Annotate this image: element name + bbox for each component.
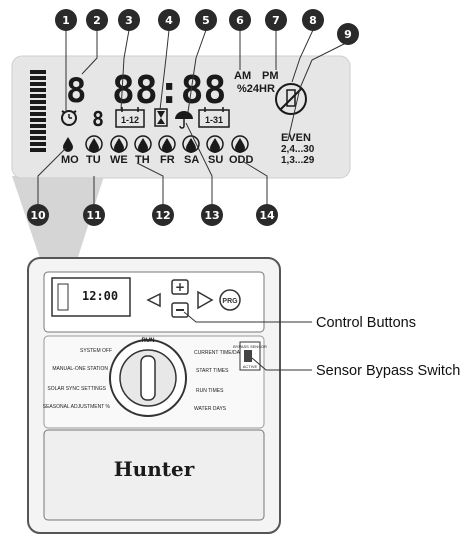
drop-circle-icon (182, 135, 200, 153)
dial-label-start-times: START TIMES (196, 368, 229, 374)
program-digit: 8 (92, 107, 104, 131)
svg-text:8: 8 (309, 14, 317, 27)
forward-arrow-button[interactable] (197, 290, 214, 310)
svg-text:4: 4 (165, 14, 173, 27)
mini-lcd: 12:00 (51, 277, 131, 317)
drop-circle-icon (134, 135, 152, 153)
dial-run-label: RUN (142, 338, 155, 344)
marker-10: 10 (27, 204, 49, 226)
svg-text:1: 1 (62, 14, 70, 27)
svg-text:3: 3 (125, 14, 133, 27)
even-days: 2,4...30 (281, 144, 315, 155)
date-calendar-icon: 1-31 (198, 107, 230, 128)
time-digits: 88:88 (112, 68, 226, 112)
odd-label: ODD (229, 154, 254, 166)
plus-button[interactable]: + (171, 279, 189, 295)
prg-button[interactable]: PRG (219, 289, 241, 311)
svg-text:13: 13 (204, 209, 219, 222)
month-box-label: 1-12 (121, 115, 139, 125)
brand-logo: Hunter (114, 457, 195, 481)
marker-5: 5 (195, 9, 217, 31)
station-digit: 8 (66, 71, 86, 111)
control-buttons-leader (183, 311, 312, 323)
marker-11: 11 (83, 204, 105, 226)
day-label-fr: FR (160, 154, 175, 166)
svg-text:10: 10 (30, 209, 46, 222)
no-water-sprinkler-icon (275, 83, 307, 115)
drop-circle-icon (231, 135, 249, 153)
dial-label-water-days: WATER DAYS (194, 406, 227, 412)
dial-label-system-off: SYSTEM OFF (80, 348, 112, 354)
even-label: EVEN (281, 132, 311, 144)
odd-days: 1,3...29 (281, 155, 315, 166)
alarm-clock-icon (61, 110, 77, 126)
marker-14: 14 (256, 204, 278, 226)
am-indicator: AM (234, 70, 251, 82)
marker-1: 1 (55, 9, 77, 31)
lcd-panel: 8 88:88 8 AM PM %24HR 1-12 (11, 55, 351, 179)
marker-3: 3 (118, 9, 140, 31)
minus-button[interactable] (171, 302, 189, 318)
dial-label-run-times: RUN TIMES (196, 388, 224, 394)
marker-6: 6 (229, 9, 251, 31)
svg-text:12: 12 (155, 209, 170, 222)
hr24-indicator: %24HR (237, 83, 275, 95)
umbrella-icon (175, 111, 193, 129)
sensor-active-label: ACTIVE (243, 364, 258, 369)
svg-text:6: 6 (236, 14, 244, 27)
back-arrow-button[interactable] (146, 292, 161, 308)
dial-label-seasonal: SEASONAL ADJUSTMENT % (43, 404, 111, 410)
sensor-bypass-leader (251, 357, 312, 371)
pm-indicator: PM (262, 70, 279, 82)
zoom-wedge (12, 176, 104, 282)
dial-label-time-day: CURRENT TIME/DAY (194, 350, 244, 356)
mini-time: 12:00 (82, 289, 118, 303)
svg-text:14: 14 (259, 209, 275, 222)
marker-4: 4 (158, 9, 180, 31)
marker-12: 12 (152, 204, 174, 226)
drop-circle-icon (206, 135, 224, 153)
svg-text:11: 11 (86, 209, 101, 222)
svg-text:9: 9 (344, 28, 352, 41)
sensor-bypass-label: BYPASS SENSOR (233, 344, 267, 349)
month-calendar-icon: 1-12 (115, 107, 145, 128)
day-label-tu: TU (86, 154, 101, 166)
day-label-th: TH (135, 154, 150, 166)
svg-text:7: 7 (272, 14, 280, 27)
day-label-mo: MO (61, 154, 79, 166)
day-label-we: WE (110, 154, 128, 166)
marker-8: 8 (302, 9, 324, 31)
svg-text:5: 5 (202, 14, 210, 27)
leader-lines (37, 29, 349, 205)
dial-label-manual: MANUAL-ONE STATION (52, 366, 108, 372)
water-budget-bars (30, 70, 46, 152)
svg-text:+: + (175, 280, 185, 294)
control-buttons-callout: Control Buttons (316, 315, 416, 331)
sensor-bypass-callout: Sensor Bypass Switch (316, 363, 460, 379)
marker-9: 9 (337, 23, 359, 45)
dial-label-solar-sync: SOLAR SYNC SETTINGS (47, 386, 106, 392)
date-box-label: 1-31 (205, 115, 223, 125)
day-drops (85, 135, 249, 153)
prg-label: PRG (222, 298, 238, 305)
drop-circle-icon (158, 135, 176, 153)
drop-circle-icon (110, 135, 128, 153)
drop-circle-icon (85, 135, 103, 153)
marker-2: 2 (86, 9, 108, 31)
svg-text:2: 2 (93, 14, 101, 27)
hourglass-icon (154, 108, 168, 127)
day-label-sa: SA (184, 154, 199, 166)
sensor-bypass-switch[interactable] (239, 341, 261, 371)
controller-unit: 12:00 + PRG RUN SYSTEM OFF MANUAL-ONE ST… (27, 257, 281, 534)
marker-7: 7 (265, 9, 287, 31)
marker-13: 13 (201, 204, 223, 226)
day-label-su: SU (208, 154, 223, 166)
programming-dial[interactable]: RUN (109, 338, 187, 417)
